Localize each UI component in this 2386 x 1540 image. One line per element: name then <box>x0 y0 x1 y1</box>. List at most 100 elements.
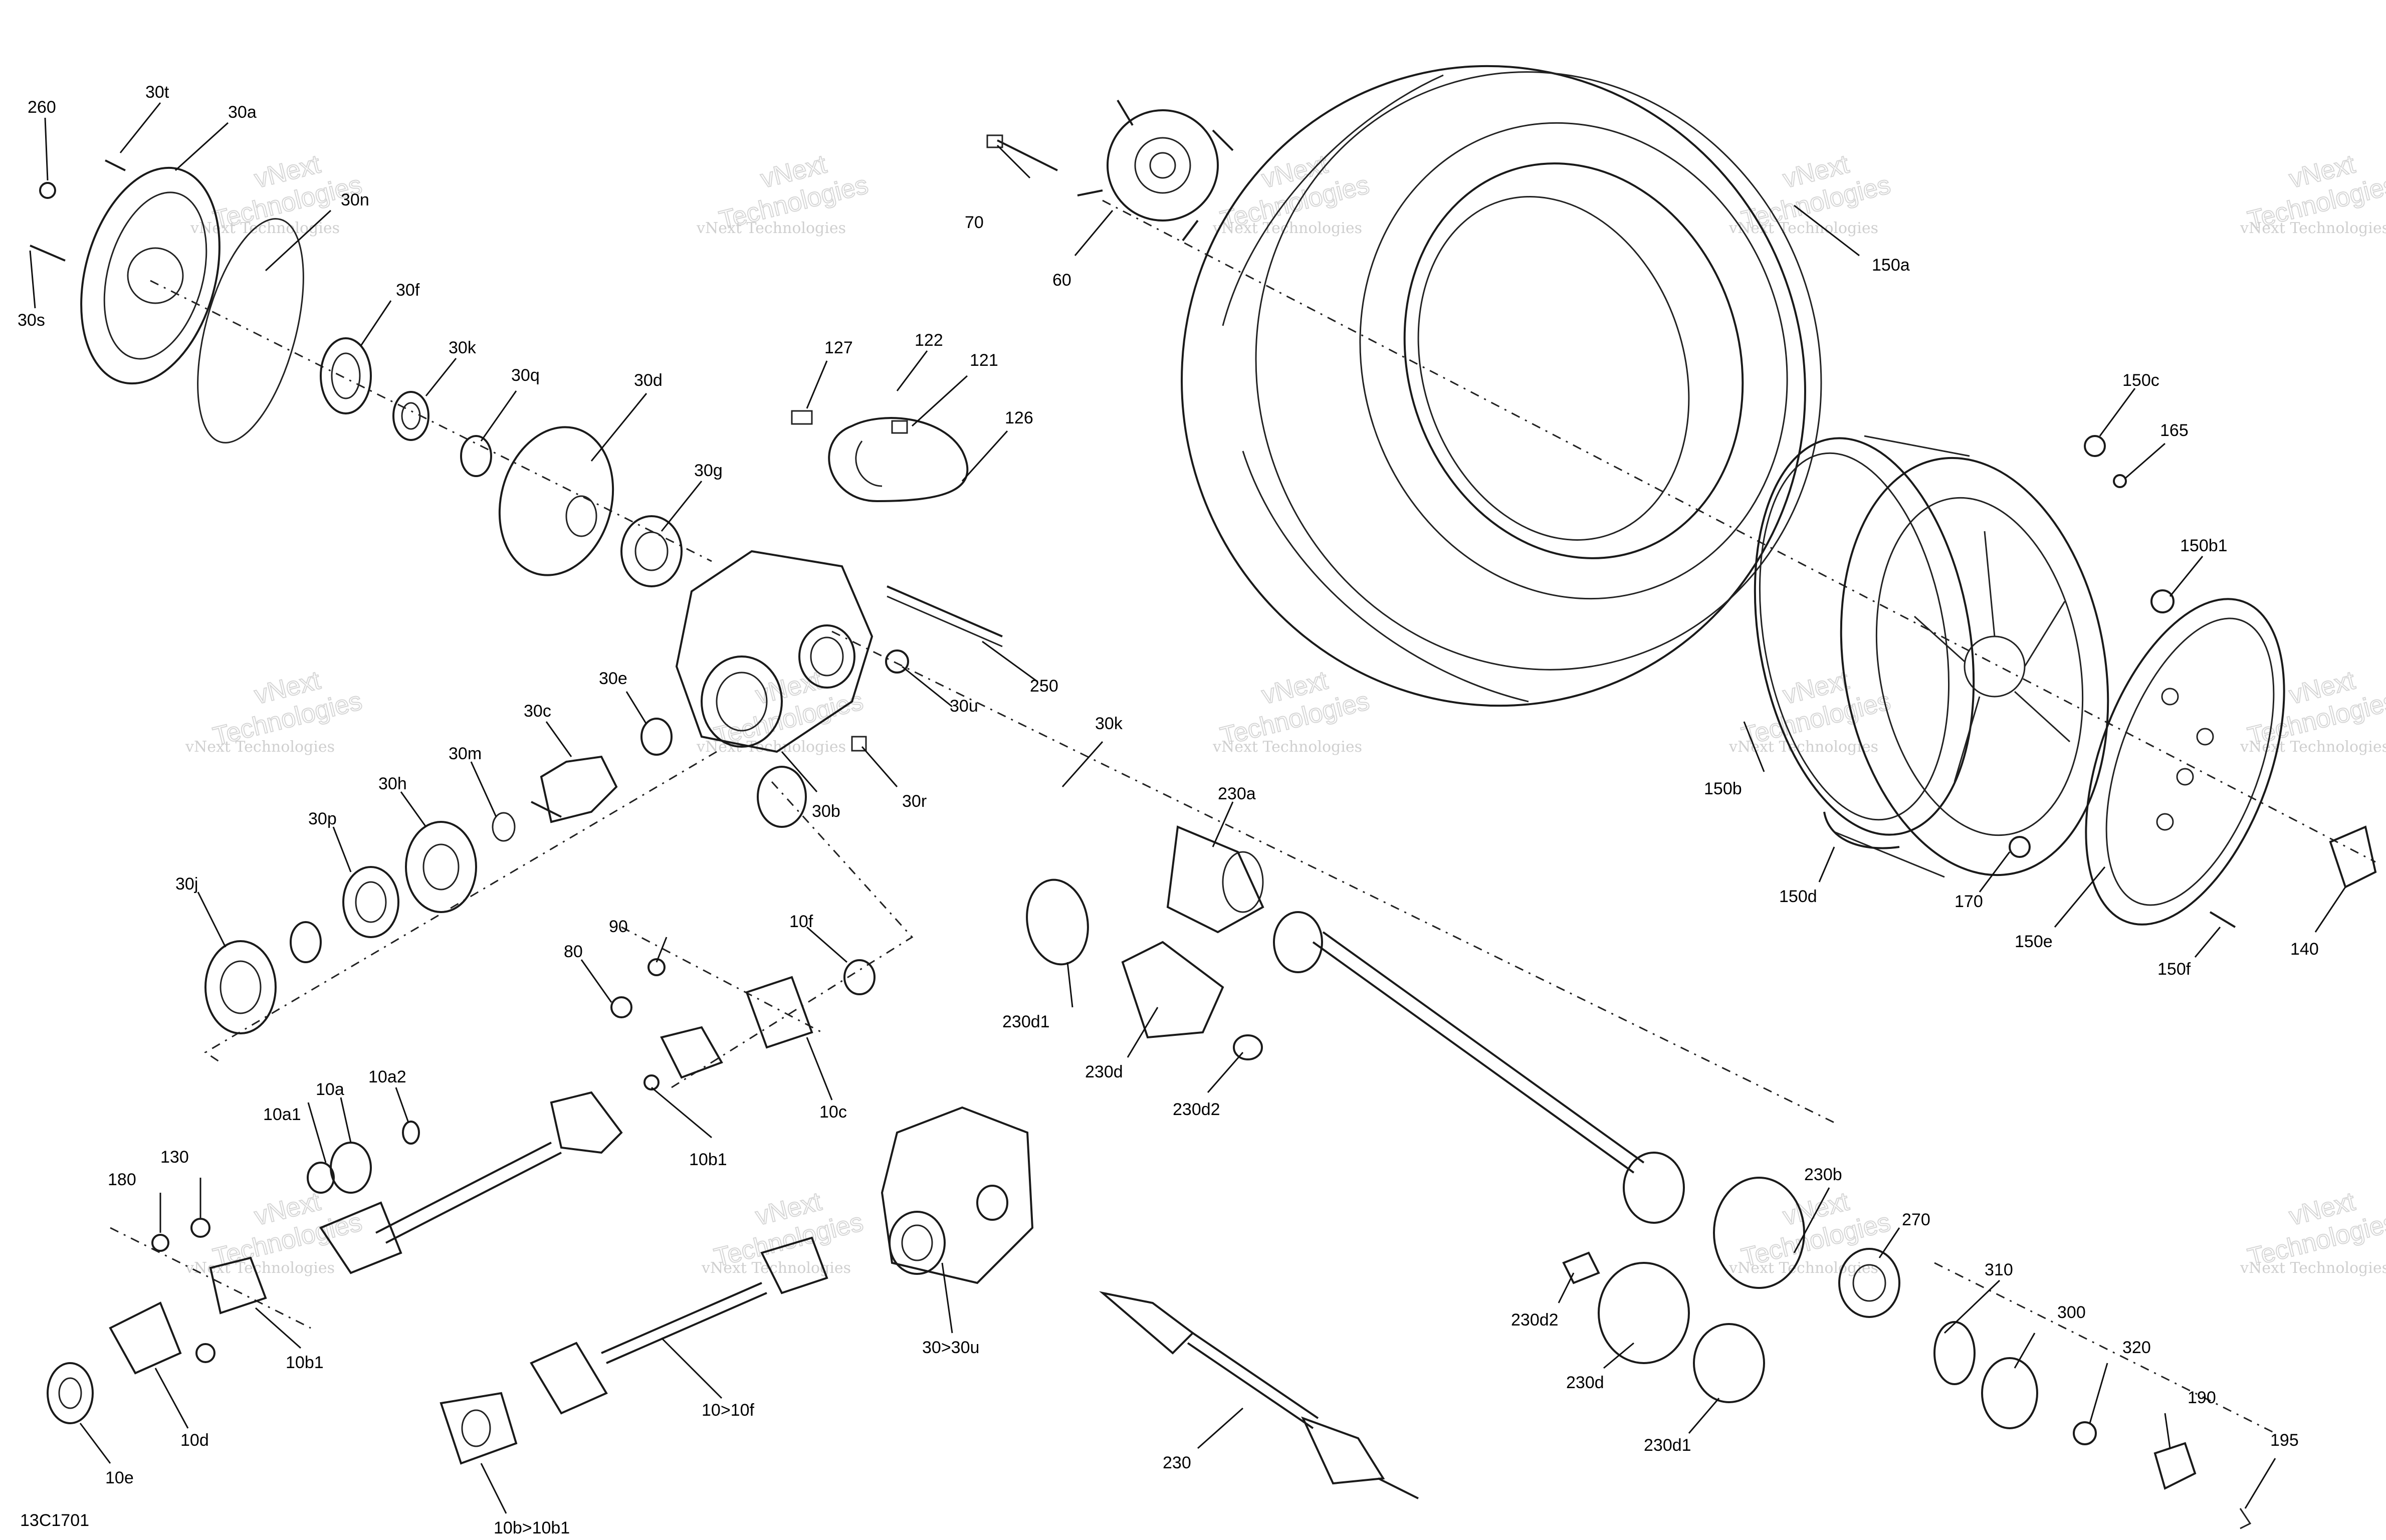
label-30g: 30g <box>694 461 723 480</box>
cv-joint-inner <box>757 766 1264 1060</box>
label-10b-10b1: 10b>10b1 <box>494 1518 570 1537</box>
svg-text:vNext Technologies: vNext Technologies <box>1212 738 1362 756</box>
label-30f: 30f <box>396 281 420 300</box>
gearbox-assembly <box>881 1106 1034 1284</box>
label-230d2-right: 230d2 <box>1511 1310 1559 1330</box>
label-150d: 150d <box>1779 887 1817 906</box>
label-30h: 30h <box>378 774 407 793</box>
label-30t: 30t <box>145 83 169 102</box>
label-310: 310 <box>1985 1260 2013 1279</box>
label-150b: 150b <box>1704 779 1742 798</box>
differential-housing <box>675 550 1003 753</box>
wheel-rim <box>1754 435 2109 878</box>
label-10d: 10d <box>180 1431 209 1450</box>
svg-text:vNext Technologies: vNext Technologies <box>190 219 340 237</box>
svg-text:vNext Technologies: vNext Technologies <box>185 1259 335 1277</box>
label-150e: 150e <box>2015 932 2053 951</box>
half-shaft <box>1273 911 2252 1529</box>
label-10b1-mid: 10b1 <box>689 1150 727 1169</box>
label-10a2: 10a2 <box>368 1067 406 1086</box>
universal-joint-shaft <box>440 1236 828 1465</box>
label-60: 60 <box>1052 271 1071 290</box>
tire <box>1181 65 1822 707</box>
label-10c: 10c <box>819 1103 847 1122</box>
label-230a: 230a <box>1218 784 1256 803</box>
leader-lines <box>29 102 2346 1514</box>
label-230d2-left: 230d2 <box>1173 1100 1220 1119</box>
label-230d-left: 230d <box>1085 1062 1123 1081</box>
svg-text:vNext Technologies: vNext Technologies <box>2240 738 2386 756</box>
label-190: 190 <box>2188 1388 2216 1407</box>
label-121: 121 <box>970 351 998 370</box>
svg-text:vNext Technologies: vNext Technologies <box>1728 219 1878 237</box>
label-230d1-right: 230d1 <box>1644 1436 1691 1455</box>
assembly-axis-lines <box>110 199 2376 1434</box>
figure-code: 13C1701 <box>20 1511 89 1530</box>
label-150c: 150c <box>2122 371 2159 390</box>
label-150a: 150a <box>1872 256 1910 275</box>
label-30k-mid: 30k <box>1095 714 1123 733</box>
label-230d1-left: 230d1 <box>1002 1012 1050 1031</box>
label-30r: 30r <box>902 792 927 811</box>
label-30p: 30p <box>308 809 337 828</box>
label-30d: 30d <box>634 371 663 390</box>
wheel-hub <box>986 99 1234 242</box>
wheel-hardware <box>1823 435 2377 928</box>
label-30m: 30m <box>449 744 482 763</box>
callout-labels: 260 30t 30a 30n 30s 30f 30k 30q 30d 30g … <box>18 83 2319 1537</box>
label-230: 230 <box>1163 1453 1191 1472</box>
coupler-assembly <box>47 1218 267 1424</box>
label-230b: 230b <box>1804 1165 1842 1184</box>
svg-text:vNext Technologies: vNext Technologies <box>185 738 335 756</box>
label-165: 165 <box>2160 421 2189 440</box>
label-30u: 30u <box>950 697 978 716</box>
complete-axle <box>1099 1291 1419 1499</box>
label-30n: 30n <box>341 190 369 209</box>
label-150f: 150f <box>2157 960 2191 979</box>
label-127: 127 <box>824 338 853 357</box>
label-195: 195 <box>2270 1431 2299 1450</box>
label-30b: 30b <box>812 802 840 821</box>
label-30a: 30a <box>228 103 257 122</box>
label-250: 250 <box>1030 677 1058 696</box>
label-10-10f: 10>10f <box>702 1401 754 1420</box>
label-10f: 10f <box>789 912 813 931</box>
label-270: 270 <box>1902 1210 1930 1229</box>
label-10a1: 10a1 <box>263 1105 301 1124</box>
label-122: 122 <box>915 331 943 350</box>
label-30j: 30j <box>175 874 198 894</box>
svg-text:vNext Technologies: vNext Technologies <box>701 1259 851 1277</box>
label-30s: 30s <box>18 311 45 330</box>
label-170: 170 <box>1955 892 1983 911</box>
label-260: 260 <box>28 98 56 117</box>
svg-text:vNext Technologies: vNext Technologies <box>696 219 846 237</box>
label-70: 70 <box>965 213 984 232</box>
svg-text:vNext Technologies: vNext Technologies <box>2240 1259 2386 1277</box>
vent-hose <box>791 410 969 503</box>
label-230d-right: 230d <box>1566 1373 1604 1392</box>
differential-cover <box>30 159 304 444</box>
label-90: 90 <box>609 917 628 936</box>
watermarks: vNext Technologies vNext Technologies vN… <box>185 149 2386 1277</box>
label-30-30u: 30>30u <box>922 1338 979 1357</box>
label-30k-top: 30k <box>449 338 477 357</box>
label-130: 130 <box>160 1148 189 1167</box>
svg-text:vNext Technologies: vNext Technologies <box>2240 219 2386 237</box>
label-180: 180 <box>108 1170 136 1189</box>
label-30e: 30e <box>599 669 627 688</box>
prop-shaft <box>307 958 876 1274</box>
label-30c: 30c <box>524 702 551 721</box>
label-150b1: 150b1 <box>2180 536 2228 555</box>
label-80: 80 <box>564 942 583 961</box>
label-30q: 30q <box>511 366 540 385</box>
label-126: 126 <box>1005 408 1033 427</box>
label-10a: 10a <box>316 1080 344 1099</box>
upper-left-bearings <box>320 337 683 587</box>
svg-text:vNext Technologies: vNext Technologies <box>1728 1259 1878 1277</box>
beadlock-ring <box>2085 598 2285 926</box>
label-300: 300 <box>2057 1303 2086 1322</box>
label-10b1-left: 10b1 <box>286 1353 324 1372</box>
pinion-assembly <box>204 718 673 1034</box>
label-320: 320 <box>2122 1338 2151 1357</box>
